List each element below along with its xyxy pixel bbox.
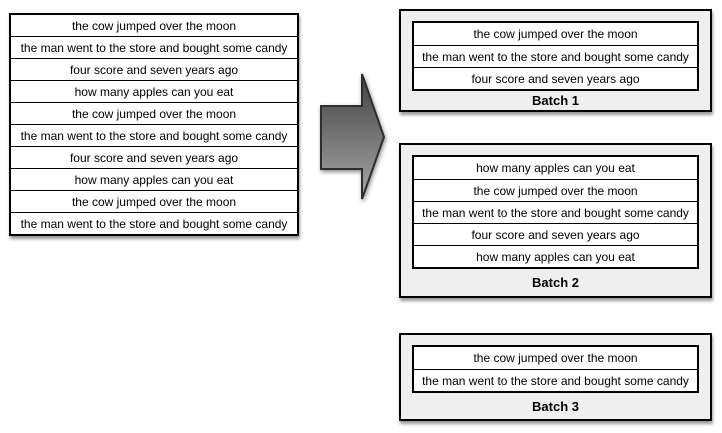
table-row: the man went to the store and bought som… — [414, 369, 697, 391]
list-item: the cow jumped over the moon — [11, 190, 297, 212]
list-item: how many apples can you eat — [11, 168, 297, 190]
batch-3-label: Batch 3 — [532, 398, 579, 414]
right-arrow-shape — [320, 73, 386, 200]
source-sentence-list: the cow jumped over the moon the man wen… — [9, 13, 299, 236]
table-row: how many apples can you eat — [414, 245, 697, 267]
batch-2-table: how many apples can you eat the cow jump… — [412, 155, 699, 269]
batch-1-label: Batch 1 — [532, 93, 579, 108]
table-row: the man went to the store and bought som… — [414, 201, 697, 223]
batch-box-1: the cow jumped over the moon the man wen… — [399, 9, 712, 112]
list-item: how many apples can you eat — [11, 80, 297, 102]
batch-box-2: how many apples can you eat the cow jump… — [399, 143, 712, 298]
table-row: four score and seven years ago — [414, 67, 697, 89]
list-item: the cow jumped over the moon — [11, 15, 297, 36]
list-item: the man went to the store and bought som… — [11, 212, 297, 234]
batch-1-table: the cow jumped over the moon the man wen… — [412, 21, 699, 91]
table-row: four score and seven years ago — [414, 223, 697, 245]
list-item: the cow jumped over the moon — [11, 102, 297, 124]
batch-3-table: the cow jumped over the moon the man wen… — [412, 345, 699, 393]
batch-box-3: the cow jumped over the moon the man wen… — [399, 333, 712, 421]
table-row: the cow jumped over the moon — [414, 347, 697, 369]
batch-2-label: Batch 2 — [532, 275, 579, 290]
table-row: the cow jumped over the moon — [414, 23, 697, 45]
table-row: how many apples can you eat — [414, 157, 697, 179]
list-item: the man went to the store and bought som… — [11, 36, 297, 58]
list-item: four score and seven years ago — [11, 58, 297, 80]
right-arrow-icon — [320, 73, 386, 200]
list-item: four score and seven years ago — [11, 146, 297, 168]
table-row: the cow jumped over the moon — [414, 179, 697, 201]
table-row: the man went to the store and bought som… — [414, 45, 697, 67]
list-item: the man went to the store and bought som… — [11, 124, 297, 146]
